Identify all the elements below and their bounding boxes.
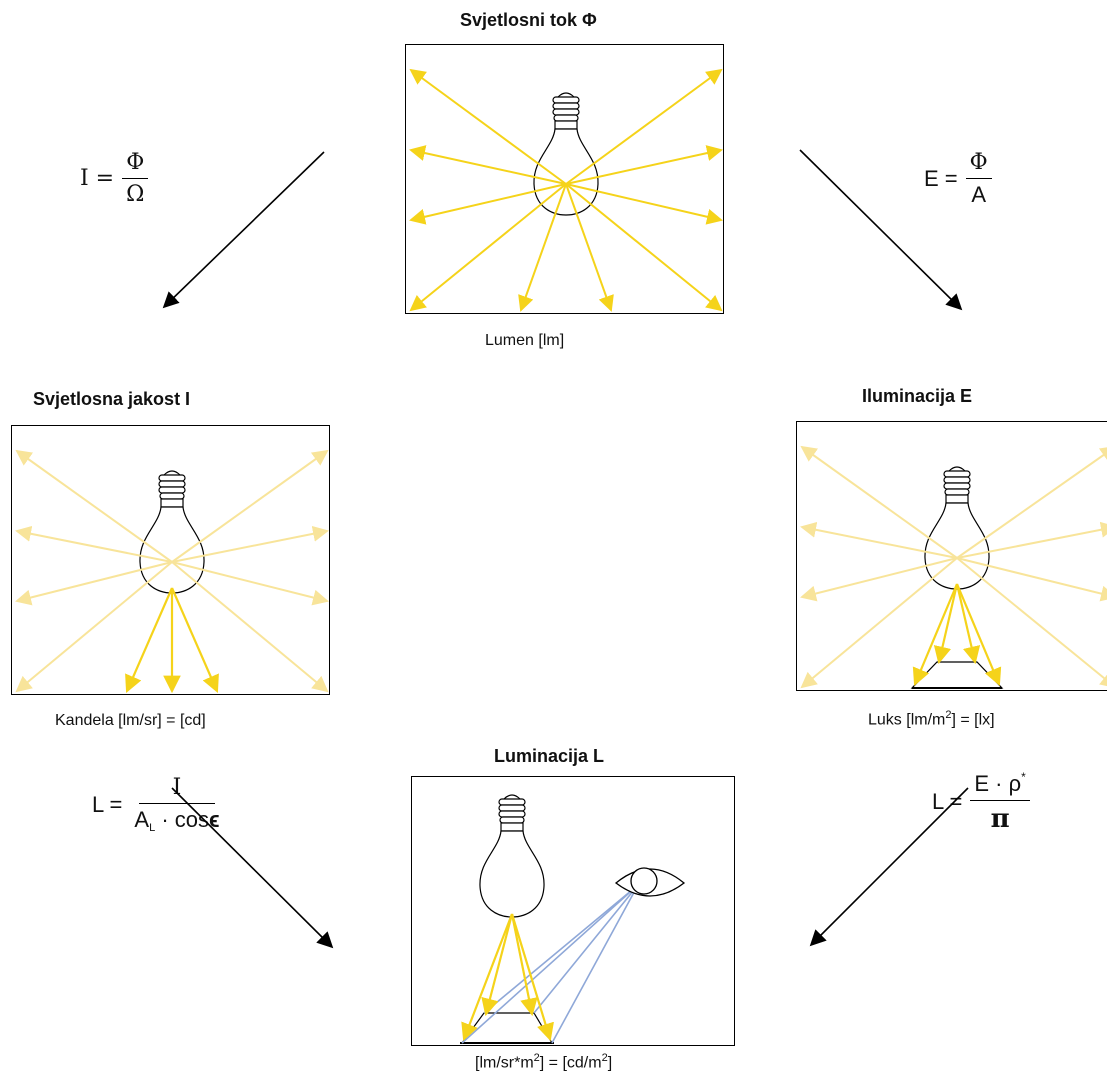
light-ray	[800, 521, 958, 559]
light-ray	[956, 521, 1107, 559]
formula-intensity-fraction: Φ Ω	[122, 150, 149, 207]
formula-illuminance-lhs: E =	[924, 166, 958, 191]
sight-line	[483, 884, 639, 1014]
luminance-panel	[411, 776, 735, 1046]
illuminance-panel	[796, 421, 1107, 691]
formula-intensity: I = Φ Ω	[80, 150, 149, 207]
arrow-flux-to-intensity	[162, 151, 325, 309]
formula-illuminance: E = Φ A	[924, 150, 992, 208]
light-ray	[565, 183, 723, 225]
formula-lum-i-fraction: I AL · cosϵ	[130, 775, 223, 834]
luminance-unit: [lm/sr*m2] = [cd/m2]	[475, 1052, 613, 1072]
arrow-intensity-to-luminance	[171, 787, 334, 949]
light-ray	[125, 587, 174, 694]
light-ray	[565, 183, 614, 312]
light-ray	[912, 583, 959, 687]
light-ray	[933, 583, 959, 665]
arrow-flux-to-illuminance	[799, 149, 963, 311]
light-ray	[955, 583, 981, 665]
light-ray	[409, 145, 567, 185]
light-ray	[171, 449, 329, 563]
intensity-title: Svjetlosna jakost I	[33, 389, 191, 409]
bulb-cap	[948, 466, 966, 472]
formula-illuminance-fraction: Φ A	[965, 150, 992, 208]
light-ray	[956, 557, 1107, 602]
light-ray	[171, 561, 329, 606]
formula-intensity-denominator: Ω	[126, 182, 145, 207]
light-ray	[956, 557, 1107, 689]
bulb-cap	[503, 794, 521, 800]
formula-illuminance-denominator: A	[971, 182, 986, 207]
bulb-cap	[163, 470, 181, 476]
light-ray	[565, 68, 723, 185]
light-ray	[409, 183, 567, 312]
light-ray	[800, 445, 958, 559]
eye-iris	[630, 867, 658, 895]
formula-intensity-numerator: Φ	[122, 150, 149, 179]
light-ray	[481, 913, 514, 1017]
formula-illuminance-numerator: Φ	[965, 150, 992, 179]
flux-illustration	[409, 68, 723, 312]
arrow-illuminance-to-luminance	[809, 787, 969, 947]
light-ray	[15, 561, 173, 606]
flux-unit: Lumen [lm]	[485, 332, 565, 349]
light-ray	[565, 183, 723, 312]
intensity-panel	[11, 425, 330, 695]
bulb-cap	[557, 92, 575, 98]
light-ray	[409, 68, 567, 185]
light-ray	[461, 913, 514, 1042]
formula-intensity-lhs: I =	[80, 166, 115, 191]
illuminance-illustration	[800, 445, 1107, 689]
light-ray	[170, 587, 219, 694]
light-ray	[510, 913, 538, 1017]
formula-lum-e-fraction: E · ρ* π	[970, 770, 1030, 834]
luminance-title: Luminacija L	[494, 746, 605, 766]
formula-lum-e-numerator: E · ρ*	[970, 770, 1030, 801]
formula-lum-i-denominator: AL · cosϵ	[134, 807, 220, 834]
light-ray	[800, 557, 958, 689]
eye-icon	[614, 867, 686, 897]
luminance-illustration	[460, 794, 686, 1044]
light-ray	[15, 525, 173, 563]
light-bulb-icon	[139, 470, 205, 594]
light-ray	[518, 183, 567, 312]
light-ray	[956, 445, 1107, 559]
light-ray	[15, 449, 173, 563]
light-ray	[955, 583, 1002, 687]
light-ray	[800, 557, 958, 602]
flux-panel	[405, 44, 724, 314]
light-ray	[565, 145, 723, 185]
illuminance-title: Iluminacija E	[862, 386, 973, 406]
light-ray	[409, 183, 567, 225]
light-ray	[510, 913, 554, 1042]
flux-title: Svjetlosni tok Φ	[460, 10, 597, 30]
light-bulb-icon	[479, 794, 545, 918]
intensity-illustration	[15, 449, 329, 694]
light-bulb-icon	[533, 92, 599, 216]
formula-lum-e-denominator: π	[990, 804, 1010, 834]
formula-lum-i-lhs: L =	[92, 791, 123, 817]
formula-luminance-from-intensity: L = I AL · cosϵ	[92, 775, 224, 834]
intensity-unit: Kandela [lm/sr] = [cd]	[55, 712, 206, 729]
light-ray	[15, 561, 173, 693]
sight-line	[551, 884, 639, 1044]
illuminance-unit: Luks [lm/m2] = [lx]	[868, 709, 995, 729]
sight-line	[461, 884, 639, 1044]
light-ray	[171, 561, 329, 693]
formula-lum-i-numerator: I	[138, 775, 216, 804]
light-bulb-icon	[924, 466, 990, 590]
sight-line	[533, 884, 639, 1014]
light-ray	[171, 525, 329, 563]
